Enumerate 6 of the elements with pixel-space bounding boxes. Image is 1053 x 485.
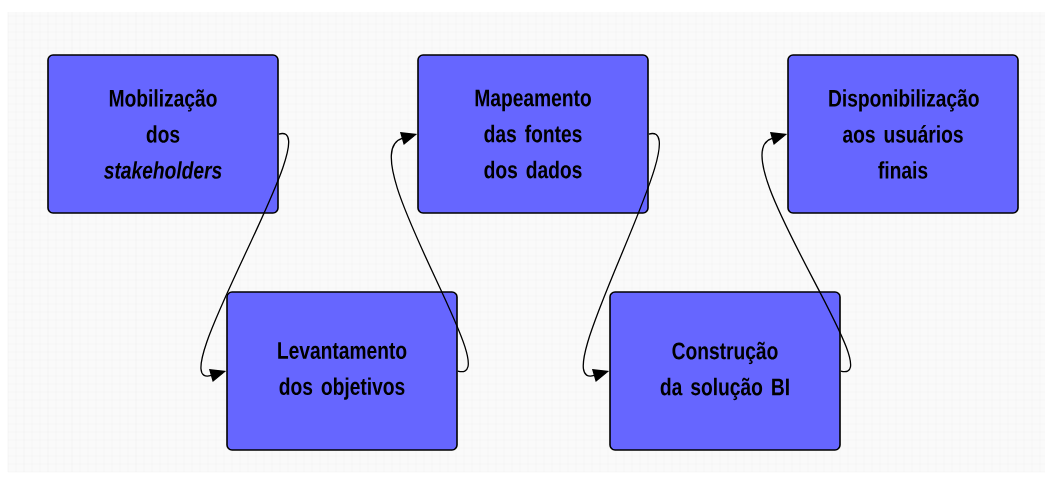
process-box: Mobilização dos stakeholders bbox=[47, 54, 279, 214]
process-box: Construção da solução BI bbox=[609, 291, 841, 451]
process-box: Mapeamento das fontes dos dados bbox=[417, 54, 649, 214]
process-box: Disponibilização aos usuários finais bbox=[787, 54, 1019, 214]
arrow bbox=[582, 133, 660, 382]
process-box: Levantamento dos objetivos bbox=[226, 291, 458, 451]
